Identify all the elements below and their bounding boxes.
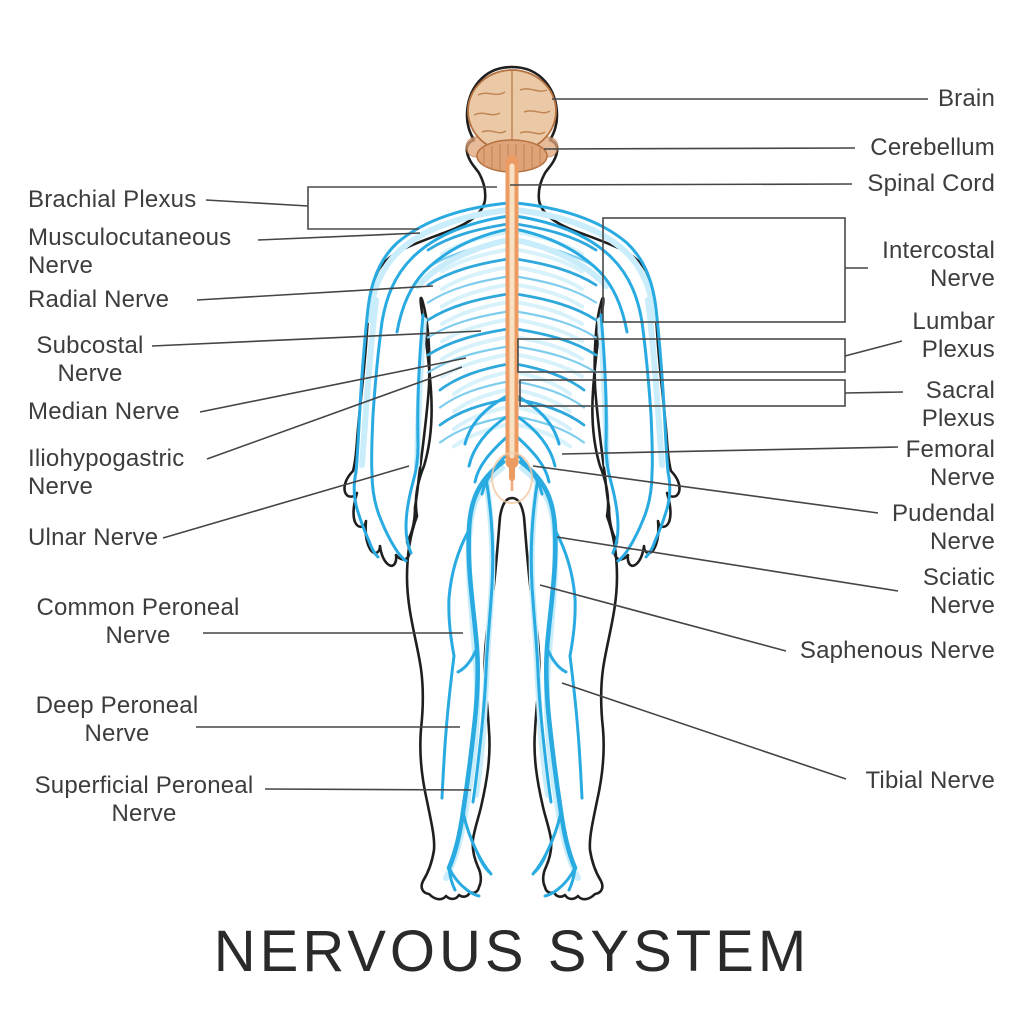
label-common-peroneal-nerve: Common Peroneal Nerve [36, 594, 240, 649]
label-subcostal-nerve: Subcostal Nerve [36, 332, 144, 387]
bracket-box-intercostal-nerve [602, 217, 846, 323]
label-cerebellum: Cerebellum [870, 134, 995, 161]
label-brain: Brain [937, 85, 995, 112]
label-superficial-peroneal-nerve: Superficial Peroneal Nerve [34, 772, 254, 827]
label-lumbar-plexus: Lumbar Plexus [912, 308, 995, 363]
label-sacral-plexus: Sacral Plexus [921, 377, 995, 432]
label-tibial-nerve: Tibial Nerve [865, 767, 995, 794]
label-saphenous-nerve: Saphenous Nerve [799, 637, 995, 664]
label-radial-nerve: Radial Nerve [28, 286, 170, 313]
diagram-title: NERVOUS SYSTEM [213, 919, 811, 984]
label-deep-peroneal-nerve: Deep Peroneal Nerve [35, 692, 199, 747]
label-spinal-cord: Spinal Cord [867, 170, 995, 197]
spinal-cord-illustration [491, 155, 533, 504]
brain-illustration [465, 69, 559, 173]
label-musculocutaneous-nerve: Musculocutaneous Nerve [28, 224, 232, 279]
leader-lines [151, 98, 928, 791]
label-median-nerve: Median Nerve [28, 398, 180, 425]
label-sciatic-nerve: Sciatic Nerve [922, 564, 995, 619]
label-pudendal-nerve: Pudendal Nerve [891, 500, 995, 555]
label-brachial-plexus: Brachial Plexus [28, 186, 197, 213]
label-femoral-nerve: Femoral Nerve [905, 436, 995, 491]
peripheral-nerves-illustration [513, 201, 672, 898]
label-iliohypogastric-nerve: Iliohypogastric Nerve [28, 445, 185, 500]
bracket-box-brachial-plexus [307, 186, 497, 230]
label-intercostal-nerve: Intercostal Nerve [882, 237, 995, 292]
label-ulnar-nerve: Ulnar Nerve [28, 524, 159, 551]
